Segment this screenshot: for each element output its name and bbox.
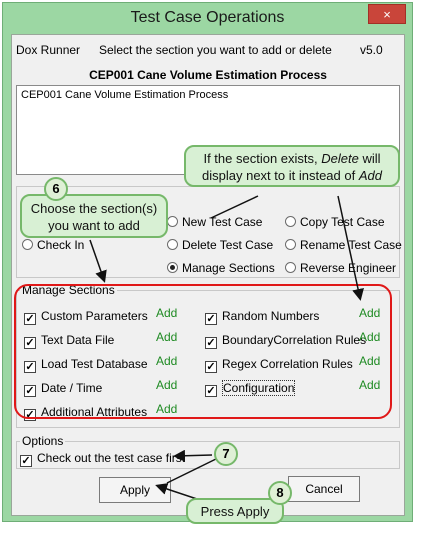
highlight-box bbox=[14, 284, 392, 419]
checkbox-mark: ✓ bbox=[205, 313, 217, 325]
add-status-label: Add bbox=[156, 378, 178, 392]
dialog-window: Test Case Operations × Dox Runner Select… bbox=[2, 2, 413, 522]
radio-indicator bbox=[22, 239, 33, 250]
checkbox-mark: ✓ bbox=[205, 337, 217, 349]
section-exists-callout: If the section exists, Delete will displ… bbox=[184, 145, 400, 187]
radio-indicator bbox=[167, 239, 178, 250]
title-bar[interactable]: Test Case Operations × bbox=[3, 3, 412, 33]
checkbox-mark: ✓ bbox=[24, 337, 36, 349]
dialog-client-area: Dox Runner Select the section you want t… bbox=[11, 34, 405, 516]
reverse-engineer-radio[interactable]: Reverse Engineer bbox=[285, 261, 396, 275]
section-checkbox[interactable]: ✓BoundaryCorrelation Rules bbox=[205, 333, 367, 349]
radio-indicator bbox=[285, 239, 296, 250]
add-status-label: Add bbox=[156, 354, 178, 368]
checkbox-mark: ✓ bbox=[24, 385, 36, 397]
checkout-checkbox[interactable]: ✓Check out the test case first bbox=[20, 451, 186, 467]
instruction-label: Select the section you want to add or de… bbox=[99, 43, 332, 57]
step7-badge: 7 bbox=[214, 442, 238, 466]
list-item[interactable]: CEP001 Cane Volume Estimation Process bbox=[21, 89, 229, 101]
add-status-label: Add bbox=[359, 330, 381, 344]
step8-callout: Press Apply bbox=[186, 498, 284, 524]
section-checkbox[interactable]: ✓Text Data File bbox=[24, 333, 115, 349]
checkbox-mark: ✓ bbox=[205, 361, 217, 373]
cancel-button[interactable]: Cancel bbox=[288, 476, 360, 502]
add-status-label: Add bbox=[359, 354, 381, 368]
section-checkbox[interactable]: ✓Custom Parameters bbox=[24, 309, 148, 325]
apply-button[interactable]: Apply bbox=[99, 477, 171, 503]
copy-test-case-radio[interactable]: Copy Test Case bbox=[285, 215, 385, 229]
add-status-label: Add bbox=[359, 306, 381, 320]
app-name-label: Dox Runner bbox=[16, 43, 81, 57]
add-status-label: Add bbox=[156, 306, 178, 320]
step8-badge: 8 bbox=[268, 481, 292, 505]
page-title: CEP001 Cane Volume Estimation Process bbox=[89, 68, 327, 82]
version-label: v5.0 bbox=[360, 43, 383, 57]
add-status-label: Add bbox=[156, 330, 178, 344]
new-test-case-radio[interactable]: New Test Case bbox=[167, 215, 262, 229]
rename-test-case-radio[interactable]: Rename Test Case bbox=[285, 238, 402, 252]
section-checkbox[interactable]: ✓Random Numbers bbox=[205, 309, 320, 325]
section-checkbox[interactable]: ✓Date / Time bbox=[24, 381, 103, 397]
radio-indicator bbox=[285, 216, 296, 227]
manage-sections-group bbox=[16, 290, 400, 428]
window-title: Test Case Operations bbox=[130, 9, 285, 26]
close-button[interactable]: × bbox=[368, 4, 406, 24]
add-status-label: Add bbox=[359, 378, 381, 392]
step6-badge: 6 bbox=[44, 177, 68, 201]
section-checkbox[interactable]: ✓Load Test Database bbox=[24, 357, 148, 373]
delete-test-case-radio[interactable]: Delete Test Case bbox=[167, 238, 273, 252]
radio-indicator bbox=[285, 262, 296, 273]
radio-indicator-selected bbox=[167, 262, 178, 273]
section-checkbox[interactable]: ✓Configuration bbox=[205, 380, 296, 397]
checkbox-mark: ✓ bbox=[205, 385, 217, 397]
checkbox-mark: ✓ bbox=[24, 313, 36, 325]
section-checkbox[interactable]: ✓Regex Correlation Rules bbox=[205, 357, 353, 373]
manage-sections-legend: Manage Sections bbox=[20, 283, 117, 297]
radio-indicator bbox=[167, 216, 178, 227]
check-in-radio[interactable]: Check In bbox=[22, 238, 84, 252]
add-status-label: Add bbox=[156, 402, 178, 416]
options-legend: Options bbox=[20, 434, 66, 448]
checkbox-mark: ✓ bbox=[24, 361, 36, 373]
step6-callout: Choose the section(s) you want to add bbox=[20, 194, 168, 238]
manage-sections-radio[interactable]: Manage Sections bbox=[167, 261, 275, 275]
checkbox-mark: ✓ bbox=[20, 455, 32, 467]
